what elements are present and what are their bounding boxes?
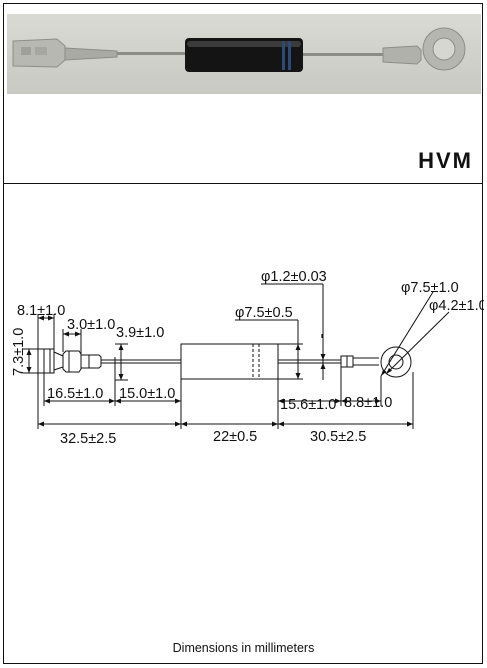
dim-15-0: 15.0±1.0 xyxy=(119,386,175,402)
section-divider xyxy=(3,183,483,184)
dimension-arrowheads xyxy=(26,315,413,427)
dim-15-6: 15.6±1.0 xyxy=(280,397,336,413)
spade-crimp-1 xyxy=(62,350,82,373)
diode-body xyxy=(180,343,279,380)
dim-body-diameter: φ7.5±0.5 xyxy=(235,305,293,321)
spade-crimp-2 xyxy=(80,354,102,369)
dim-ring-outer-diameter: φ7.5±1.0 xyxy=(401,280,459,296)
dim-ring-hole-diameter: φ4.2±1.0 xyxy=(429,298,484,314)
dim-7-3: 7.3±1.0 xyxy=(11,328,27,376)
dim-32-5: 32.5±2.5 xyxy=(60,431,116,447)
spade-terminal-end xyxy=(37,348,55,374)
dim-3-0: 3.0±1.0 xyxy=(67,317,115,333)
spade-transition xyxy=(53,351,64,371)
dim-8-8: 8.8±1.0 xyxy=(344,395,392,411)
dim-8-1: 8.1±1.0 xyxy=(17,303,65,319)
model-name: HVM xyxy=(418,148,473,173)
dim-wire-diameter: φ1.2±0.03 xyxy=(261,269,327,285)
dim-22: 22±0.5 xyxy=(213,429,257,445)
ring-terminal-hole xyxy=(388,354,404,370)
dim-30-5: 30.5±2.5 xyxy=(310,429,366,445)
caption: Dimensions in millimeters xyxy=(172,641,315,655)
ring-terminal-outer xyxy=(380,346,412,378)
diode-photo-illustration xyxy=(12,27,466,72)
dim-16-5: 16.5±1.0 xyxy=(47,386,103,402)
dim-3-9: 3.9±1.0 xyxy=(116,325,164,341)
component-photo xyxy=(7,14,481,94)
dimension-drawing: 8.1±1.0 3.0±1.0 3.9±1.0 7.3±1.0 16.5±1.0… xyxy=(11,269,484,447)
datasheet-frame xyxy=(3,3,483,664)
